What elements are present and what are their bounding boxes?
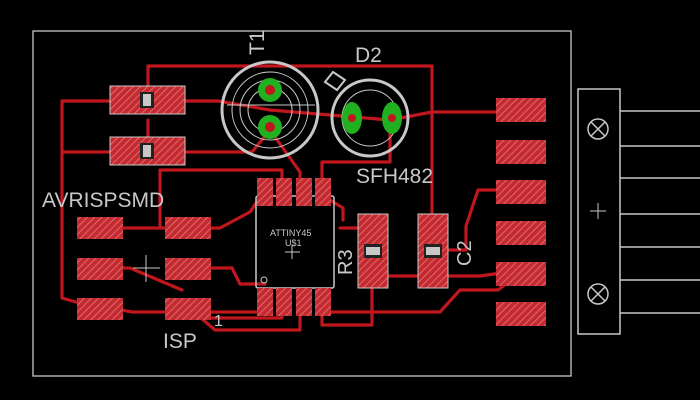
avrispsmd-label: AVRISPSMD — [42, 189, 164, 212]
c2-label: C2 — [454, 240, 476, 266]
r3-label: R3 — [335, 249, 357, 275]
sfh482-label: SFH482 — [356, 165, 433, 188]
chip-label: ATTINY45 — [270, 228, 311, 238]
chip-attiny45 — [255, 178, 335, 316]
board-outline — [32, 30, 572, 377]
isp-label: ISP — [163, 330, 197, 353]
via-pads-d2 — [342, 102, 402, 134]
origin-cross — [133, 255, 160, 282]
connector-pads — [496, 98, 546, 326]
external-connector — [577, 88, 700, 335]
chip-ref-label: U$1 — [285, 238, 302, 248]
t1-label: T1 — [246, 30, 269, 55]
resistor-r1 — [109, 85, 186, 115]
avrisp-pads — [77, 217, 211, 320]
pin1-label: 1 — [214, 313, 223, 330]
resistor-r3 — [357, 213, 389, 289]
d2-label: D2 — [355, 44, 382, 67]
resistor-r2 — [109, 136, 186, 166]
capacitor-c2 — [417, 213, 449, 289]
via-pads-t1 — [258, 78, 282, 139]
